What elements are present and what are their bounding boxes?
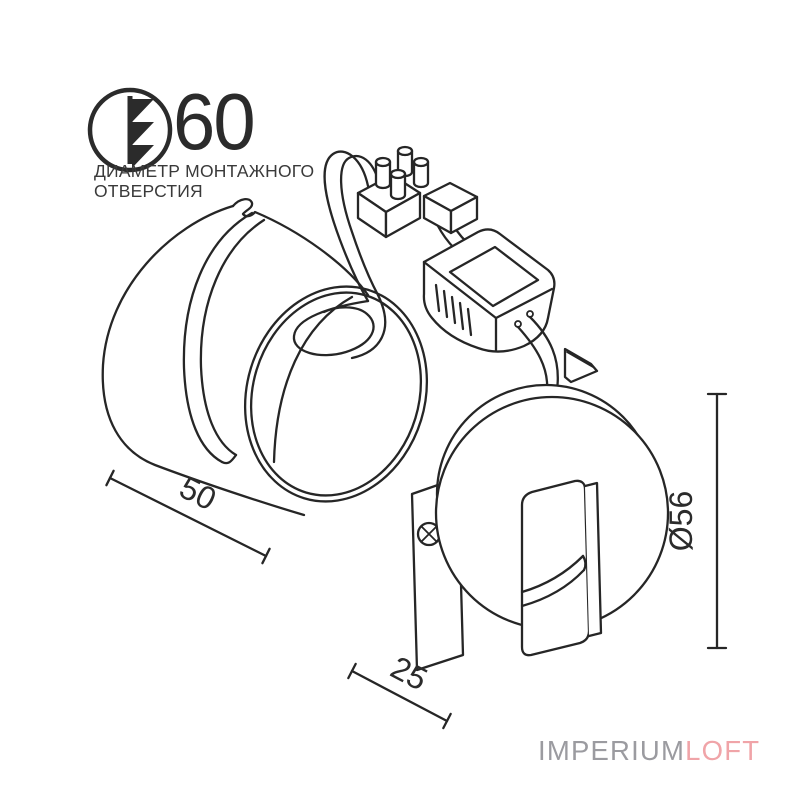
led-driver: [422, 228, 556, 353]
mounting-screw: [416, 521, 442, 547]
mounting-cup: [101, 198, 429, 517]
brand-watermark-accent: LOFT: [685, 735, 761, 766]
terminal-block: [356, 145, 479, 239]
brand-watermark-primary: IMPERIUM: [538, 735, 686, 766]
driver-label: [448, 245, 540, 308]
driver-vents: [434, 283, 473, 337]
dimension-body-depth-value: 50: [174, 469, 222, 517]
wall-light-fixture: [410, 347, 670, 672]
light-aperture: [520, 479, 603, 657]
dimension-body-depth: 50: [105, 469, 271, 565]
brand-watermark: IMPERIUMLOFT: [538, 735, 760, 767]
caption-line-1: ДИАМЕТР МОНТАЖНОГО: [94, 161, 315, 181]
caption-line-2: ОТВЕРСТИЯ: [94, 180, 203, 201]
mounting-clip: [563, 347, 599, 384]
dimension-diameter-value: Ø56: [663, 491, 699, 551]
mounting-hole-diameter-icon: [87, 87, 173, 173]
mounting-hole-caption: ДИАМЕТР МОНТАЖНОГО ОТВЕРСТИЯ: [94, 161, 354, 201]
dimension-diameter: Ø56: [663, 392, 728, 650]
mounting-hole-value: 60: [173, 77, 256, 166]
terminal-screws: [374, 145, 430, 201]
